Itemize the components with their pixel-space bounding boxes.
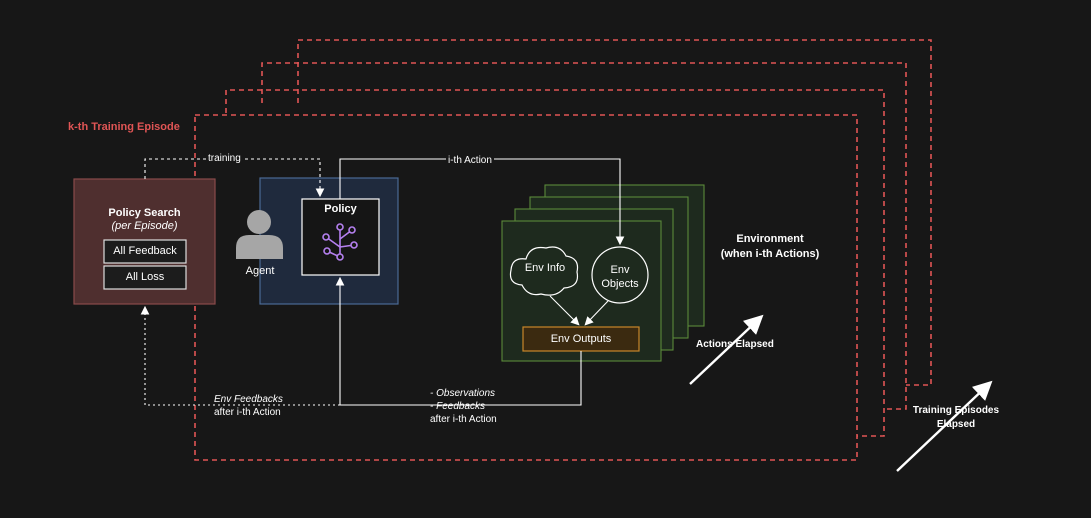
policy-search-title: Policy Search	[108, 207, 181, 219]
all-feedback-box[interactable]	[103, 239, 187, 264]
env-objects-label-2: Objects	[601, 278, 639, 290]
episode-frame-4	[297, 39, 932, 386]
actions-elapsed-arrow	[689, 314, 764, 385]
actions-elapsed-label: Actions Elapsed	[696, 339, 774, 350]
policy-tree-icon	[322, 223, 358, 261]
feedbacks-label: - Feedbacks	[430, 401, 486, 412]
training-label: training	[206, 153, 243, 164]
observation-edge	[335, 276, 582, 406]
env-info-label: Env Info	[524, 262, 566, 274]
env-feedback-label-1: Env Feedbacks	[214, 394, 283, 405]
env-info-cloud[interactable]	[509, 246, 579, 296]
episode-title: k-th Training Episode	[68, 121, 180, 133]
objects-to-outputs-arrow	[584, 300, 609, 326]
agent-label: Agent	[245, 265, 275, 277]
environment-title-2: (when i-th Actions)	[720, 248, 820, 260]
action-label: i-th Action	[446, 155, 494, 166]
episodes-elapsed-label-1: Training Episodes	[912, 405, 1000, 416]
policy-search-subtitle: (per Episode)	[111, 220, 178, 232]
env-feedback-edge	[140, 305, 340, 406]
all-feedback-label: All Feedback	[113, 245, 177, 257]
policy-label: Policy	[324, 203, 357, 215]
env-feedback-label-2: after i-th Action	[214, 407, 281, 418]
training-edge	[144, 158, 325, 198]
episode-frame-3	[261, 62, 907, 410]
episodes-elapsed-arrow	[896, 380, 993, 472]
env-objects-label-1: Env	[610, 264, 630, 276]
env-objects-circle[interactable]	[591, 246, 649, 304]
observations-label: - Observations	[430, 388, 496, 399]
info-to-outputs-arrow	[549, 295, 580, 326]
all-loss-label: All Loss	[125, 271, 165, 283]
env-outputs-box[interactable]	[522, 326, 640, 352]
agent-person-icon	[236, 210, 283, 259]
all-loss-box[interactable]	[103, 265, 187, 290]
episodes-elapsed-label-2: Elapsed	[936, 419, 976, 430]
env-outputs-label: Env Outputs	[550, 333, 612, 345]
obs-after-label: after i-th Action	[430, 414, 497, 425]
environment-title-1: Environment	[736, 233, 804, 245]
episode-frame-2	[225, 89, 885, 437]
